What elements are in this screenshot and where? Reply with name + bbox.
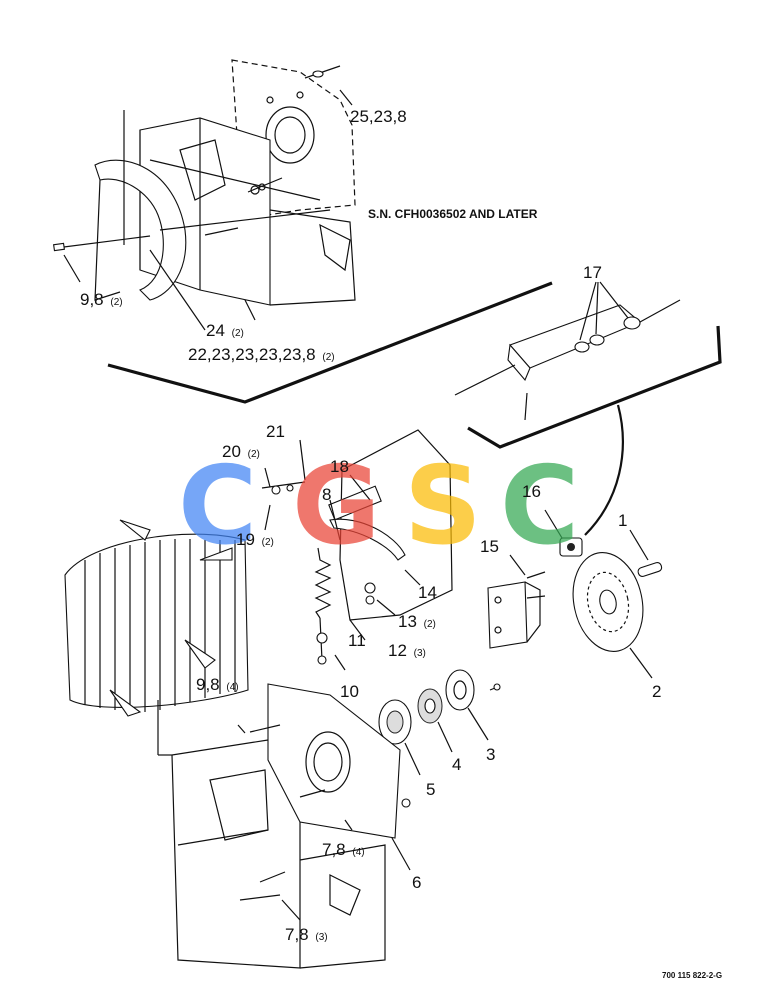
sensor-16 bbox=[544, 509, 583, 557]
callout-15: 15 bbox=[480, 537, 499, 556]
upper-frame-assembly bbox=[53, 59, 356, 331]
callout-6: 6 bbox=[412, 873, 421, 892]
callout-16: 16 bbox=[522, 482, 541, 501]
callout-7-8-upper: 7,8 (4) bbox=[322, 840, 365, 859]
section-divider-left bbox=[107, 281, 553, 404]
callout-1: 1 bbox=[618, 511, 627, 530]
callout-13: 13 (2) bbox=[398, 612, 436, 631]
serial-note: S.N. CFH0036502 AND LATER bbox=[368, 207, 538, 221]
callout-18: 18 bbox=[330, 457, 349, 476]
document-number: 700 115 822-2-G bbox=[662, 971, 722, 980]
watermark-letter-c2: C bbox=[500, 444, 579, 569]
callout-7-8-lower-parts: 7,8 bbox=[285, 925, 309, 944]
callout-14: 14 bbox=[418, 583, 437, 602]
callout-19: 19 (2) bbox=[236, 530, 274, 549]
callout-22: 22,23,23,23,23,8 (2) bbox=[188, 345, 335, 364]
tension-arm-assembly bbox=[261, 429, 453, 671]
watermark-letter-g: G bbox=[292, 444, 381, 569]
callout-10: 10 bbox=[340, 682, 359, 701]
watermark-letter-c: C bbox=[178, 444, 257, 569]
watermark-letter-s: S bbox=[404, 444, 482, 569]
callout-7-8-upper-parts: 7,8 bbox=[322, 840, 346, 859]
callout-19-qty: (2) bbox=[262, 537, 274, 548]
callout-3: 3 bbox=[486, 745, 495, 764]
callout-25: 25,23,8 bbox=[350, 107, 407, 126]
rotor bbox=[64, 519, 249, 717]
callout-17: 17 bbox=[583, 263, 602, 282]
callout-24-part: 24 bbox=[206, 321, 225, 340]
callout-19-part: 19 bbox=[236, 530, 255, 549]
callout-20: 20 (2) bbox=[222, 442, 260, 461]
disc-2 bbox=[572, 552, 653, 679]
callout-9-8-top-qty: (2) bbox=[110, 297, 122, 308]
callout-9-8-bottom-parts: 9,8 bbox=[196, 675, 220, 694]
callout-5: 5 bbox=[426, 780, 435, 799]
callout-7-8-upper-qty: (4) bbox=[352, 847, 364, 858]
cgsc-watermark: C G S C bbox=[178, 444, 579, 569]
callout-20-part: 20 bbox=[222, 442, 241, 461]
callout-12: 12 (3) bbox=[388, 641, 426, 660]
callout-22-qty: (2) bbox=[322, 352, 334, 363]
callout-4: 4 bbox=[452, 755, 461, 774]
inset-roller-shaft bbox=[454, 281, 681, 421]
callout-9-8-top: 9,8 (2) bbox=[80, 290, 123, 309]
callout-12-part: 12 bbox=[388, 641, 407, 660]
inset-connector bbox=[584, 404, 624, 536]
bracket-15 bbox=[487, 554, 546, 649]
callout-13-qty: (2) bbox=[424, 619, 436, 630]
lower-frame bbox=[157, 683, 411, 969]
callout-21: 21 bbox=[266, 422, 285, 441]
callout-24-qty: (2) bbox=[232, 328, 244, 339]
callout-20-qty: (2) bbox=[248, 449, 260, 460]
callout-7-8-lower-qty: (3) bbox=[315, 932, 327, 943]
callout-2: 2 bbox=[652, 682, 661, 701]
key-1 bbox=[629, 529, 663, 578]
section-divider-right bbox=[467, 325, 722, 449]
callout-24: 24 (2) bbox=[206, 321, 244, 340]
labels: 25,23,8 S.N. CFH0036502 AND LATER 17 9,8… bbox=[80, 107, 722, 980]
callout-11: 11 bbox=[348, 631, 366, 650]
callout-7-8-lower: 7,8 (3) bbox=[285, 925, 328, 944]
callout-9-8-top-parts: 9,8 bbox=[80, 290, 104, 309]
bearing-stack bbox=[378, 669, 501, 776]
callout-22-parts: 22,23,23,23,23,8 bbox=[188, 345, 316, 364]
callout-9-8-bottom: 9,8 (4) bbox=[196, 675, 239, 694]
callout-13-part: 13 bbox=[398, 612, 417, 631]
callout-8: 8 bbox=[322, 485, 331, 504]
callout-12-qty: (3) bbox=[414, 648, 426, 659]
callout-9-8-bottom-qty: (4) bbox=[226, 682, 238, 693]
